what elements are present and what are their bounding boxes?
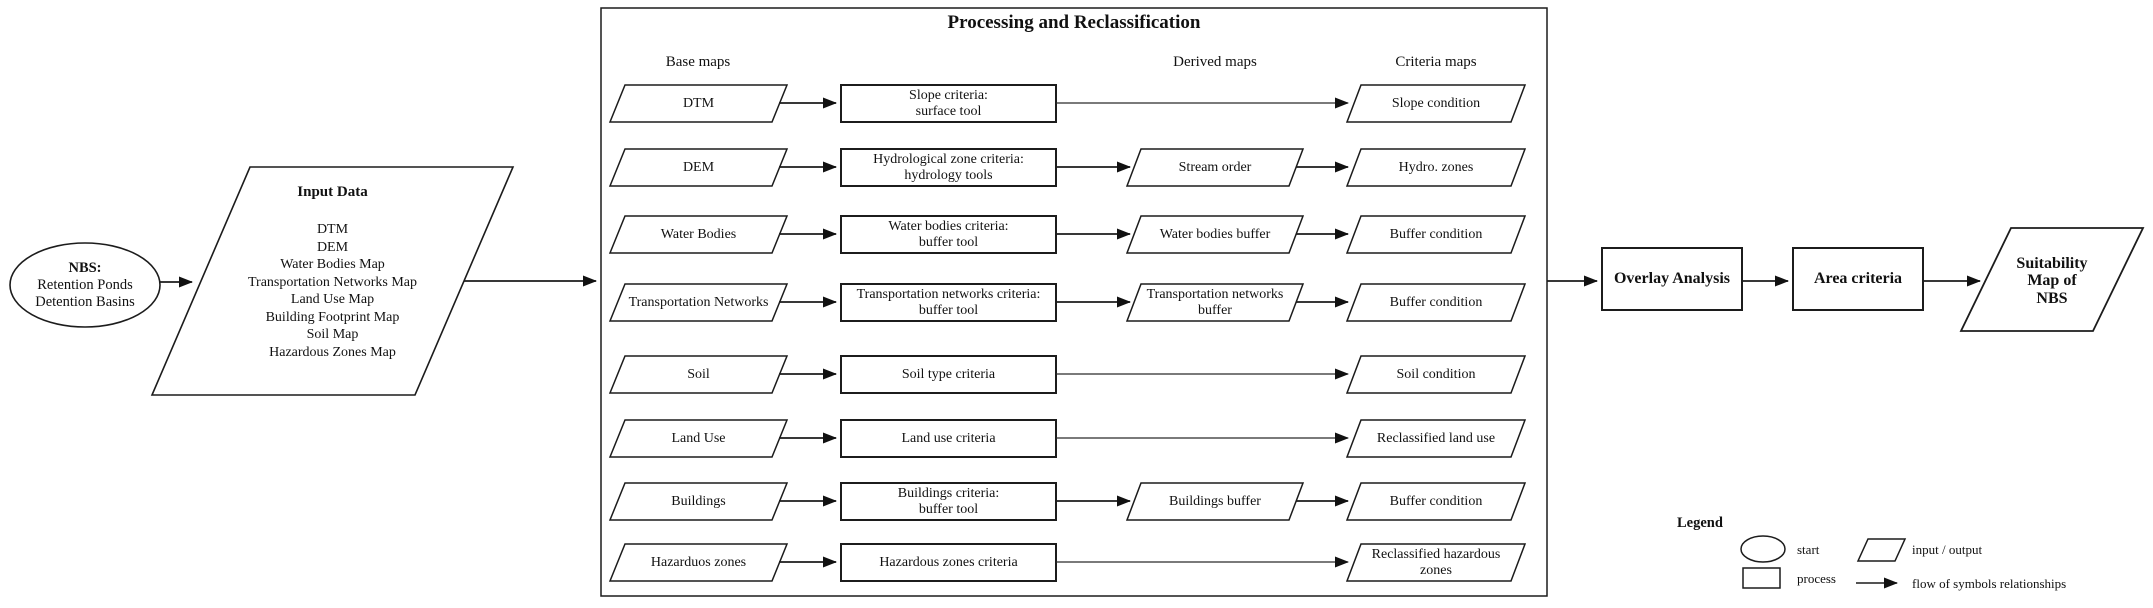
base-map-label: Buildings [671,493,726,509]
legend-process-label: process [1797,570,1836,586]
area-criteria-box [1792,247,1924,311]
criteria-map-label: Hydro. zones [1398,159,1474,175]
base-map-label: Hazarduos zones [650,554,747,570]
legend-io-parallelogram [1856,538,1907,562]
suitability-map-label: Suitability Map of NBS [2016,254,2088,307]
criteria-map-label: Soil condition [1396,366,1476,382]
base-map-label: DEM [682,159,715,175]
dtm-parallelogram [608,84,789,123]
buffer-condition-parallelogram [1345,482,1527,521]
soil-parallelogram [608,355,789,394]
processing-container-box [600,7,1548,597]
base-map-label: Land Use [671,430,726,446]
overlay-analysis-box [1601,247,1743,311]
input-data-parallelogram [150,166,515,396]
hazardous-zones-parallelogram [608,543,789,582]
reclassified-hazardous-parallelogram [1345,543,1527,582]
criteria-process-label: Hydrological zone criteria: hydrology to… [873,152,1024,183]
column-header-derived-maps: Derived maps [1173,54,1257,70]
water-bodies-parallelogram [608,215,789,254]
transportation-buffer-parallelogram [1125,283,1305,322]
criteria-map-label: Slope condition [1391,95,1481,111]
input-data-items: DTM DEM Water Bodies Map Transportation … [247,222,418,360]
column-header-base-maps: Base maps [665,54,731,70]
water-bodies-buffer-parallelogram [1125,215,1305,254]
transportation-networks-parallelogram [608,283,789,322]
criteria-map-label: Buffer condition [1389,294,1483,310]
buildings-parallelogram [608,482,789,521]
legend-process-rect [1742,567,1781,589]
derived-map-label: Stream order [1178,159,1252,175]
legend-start-ellipse [1740,535,1786,563]
overlay-analysis-label: Overlay Analysis [1613,270,1730,288]
base-map-label: Soil [687,366,710,382]
criteria-process-label: Water bodies criteria: buffer tool [888,219,1009,250]
criteria-map-label: Reclassified land use [1376,430,1496,446]
hydro-zones-parallelogram [1345,148,1527,187]
start-node-title: NBS: [68,259,102,276]
start-node-label: NBS: Retention Ponds Detention Basins [15,249,155,321]
legend-io-label: input / output [1912,541,1983,557]
suitability-map-parallelogram [1959,227,2145,332]
start-ellipse [9,242,161,328]
buffer-condition-parallelogram [1345,283,1527,322]
derived-map-label: Water bodies buffer [1159,226,1271,242]
buffer-condition-parallelogram [1345,215,1527,254]
base-map-label: Transportation Networks [628,294,769,310]
column-header-criteria-maps: Criteria maps [1395,54,1477,70]
legend-title: Legend [1677,515,1723,532]
criteria-process-label: Land use criteria [901,430,996,446]
slope-condition-parallelogram [1345,84,1527,123]
criteria-process-label: Transportation networks criteria: buffer… [856,287,1041,318]
start-node-lines: Retention Ponds Detention Basins [35,276,135,310]
dem-parallelogram [608,148,789,187]
buildings-buffer-parallelogram [1125,482,1305,521]
criteria-process-label: Soil type criteria [901,366,996,382]
legend-flow-label: flow of symbols relationships [1912,575,2067,591]
base-map-label: DTM [682,95,715,111]
derived-map-label: Buildings buffer [1169,493,1261,509]
criteria-map-label: Buffer condition [1389,493,1483,509]
reclassified-land-use-parallelogram [1345,419,1527,458]
stream-order-parallelogram [1125,148,1305,187]
criteria-map-label: Reclassified hazardous zones [1371,547,1501,578]
area-criteria-label: Area criteria [1813,270,1903,288]
soil-condition-parallelogram [1345,355,1527,394]
input-data-title: Input Data [297,184,368,200]
processing-section-title: Processing and Reclassification [947,12,1201,33]
criteria-process-label: Slope criteria: surface tool [909,88,988,119]
base-map-label: Water Bodies [660,226,737,242]
legend-start-label: start [1797,541,1820,557]
criteria-process-label: Buildings criteria: buffer tool [897,486,1000,517]
derived-map-label: Transportation networks buffer [1146,287,1284,318]
criteria-process-label: Hazardous zones criteria [879,554,1018,570]
criteria-map-label: Buffer condition [1389,226,1483,242]
land-use-parallelogram [608,419,789,458]
